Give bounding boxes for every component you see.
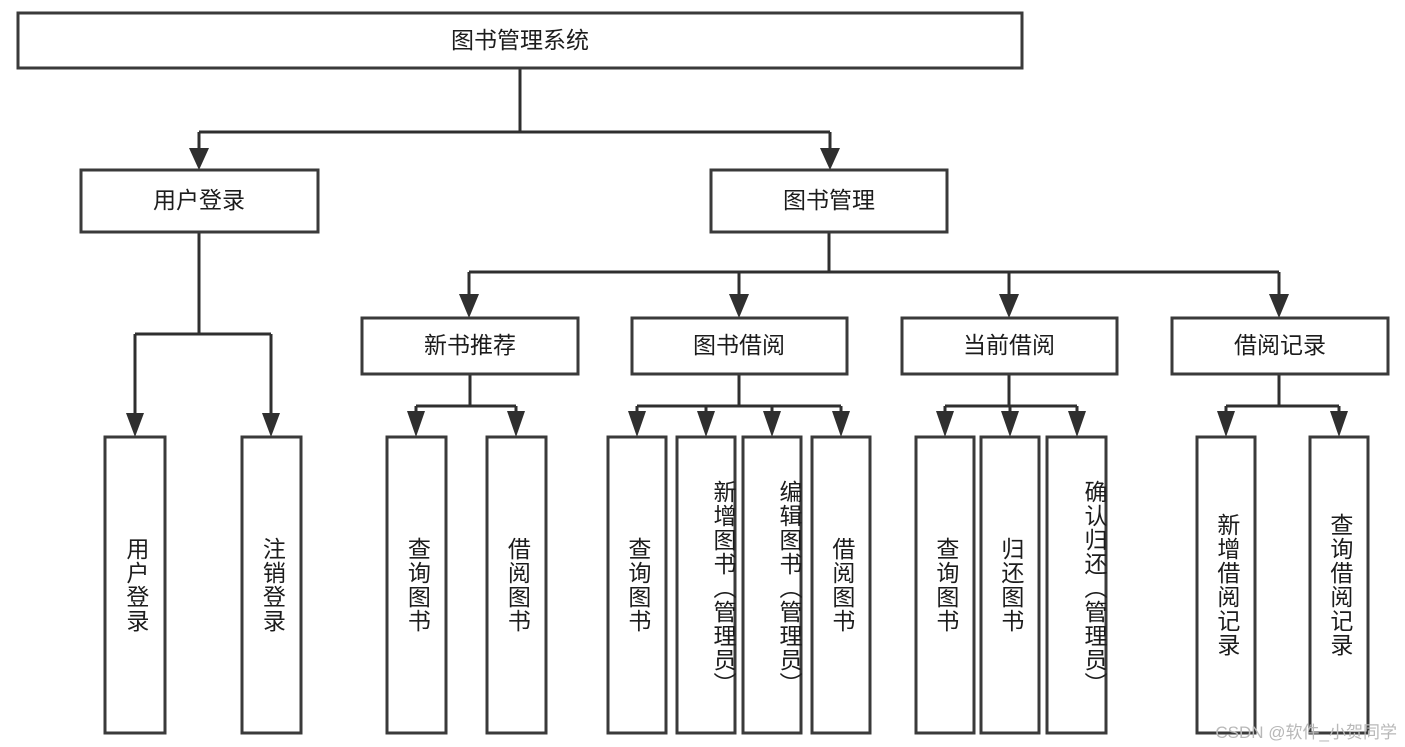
node-user-login[interactable]: 用户登录 [79,168,320,234]
node-user-login-label: 用户登录 [153,187,245,213]
arrow-head-leaf-borrow-book-1 [507,411,525,437]
csdn-watermark: CSDN @软件_小贺同学 [1215,723,1397,742]
node-current-borrow-box[interactable] [900,316,1119,376]
node-leaf-add-book-box[interactable] [675,435,737,735]
arrow-head-leaf-query-book-2 [628,411,646,437]
arrow-head-leaf-confirm-return [1068,411,1086,437]
arrow-head-current-borrow [999,294,1019,318]
arrow-head-user-login [189,148,209,170]
arrow-head-book-manage [820,148,840,170]
node-leaf-user-logout-box[interactable] [240,435,303,735]
node-leaf-query-book-3-box[interactable] [914,435,976,735]
node-current-borrow[interactable]: 当前借阅 [900,316,1119,376]
node-book-borrow-box[interactable] [630,316,849,376]
node-borrow-record-label: 借阅记录 [1234,332,1326,358]
arrow-head-borrow-record [1269,294,1289,318]
arrow-head-book-borrow [729,294,749,318]
node-book-manage-box[interactable] [709,168,949,234]
arrow-head-leaf-edit-book [763,411,781,437]
arrow-head-leaf-add-book [697,411,715,437]
connector-group-borrow-record [1217,374,1348,437]
node-root-box[interactable] [16,11,1024,70]
arrow-head-leaf-borrow-book-2 [832,411,850,437]
node-borrow-record-box[interactable] [1170,316,1390,376]
node-user-login-box[interactable] [79,168,320,234]
connector-group-user-login [126,232,280,437]
node-book-manage[interactable]: 图书管理 [709,168,949,234]
node-book-borrow[interactable]: 图书借阅 [630,316,849,376]
node-leaf-user-login-box[interactable] [103,435,167,735]
node-borrow-record[interactable]: 借阅记录 [1170,316,1390,376]
connector-group-book-borrow [628,374,850,437]
node-leaf-query-book-1-box[interactable] [385,435,448,735]
connector-group-root [189,68,840,170]
arrow-head-leaf-query-book-3 [936,411,954,437]
node-leaf-return-book-box[interactable] [979,435,1041,735]
node-current-borrow-label: 当前借阅 [963,332,1055,358]
connector-group-new-book-rec [407,374,525,437]
arrow-head-leaf-add-record [1217,411,1235,437]
node-leaf-add-record-box[interactable] [1195,435,1257,735]
node-root-label: 图书管理系统 [451,27,589,53]
node-new-book-rec-label: 新书推荐 [424,332,516,358]
arrow-head-leaf-user-logout [262,413,280,437]
arrow-head-leaf-query-book-1 [407,411,425,437]
node-leaf-edit-book-box[interactable] [741,435,803,735]
node-root[interactable]: 图书管理系统 [16,11,1024,70]
node-new-book-rec[interactable]: 新书推荐 [360,316,580,376]
arrow-head-new-book-rec [459,294,479,318]
connector-group-book-manage [459,232,1289,318]
connector-group-current-borrow [936,374,1086,437]
arrow-head-leaf-return-book [1001,411,1019,437]
arrow-head-leaf-query-record [1330,411,1348,437]
node-leaf-borrow-book-1-box[interactable] [485,435,548,735]
node-leaf-borrow-book-2-box[interactable] [810,435,872,735]
node-leaf-query-record-box[interactable] [1308,435,1370,735]
node-book-manage-label: 图书管理 [783,187,875,213]
node-new-book-rec-box[interactable] [360,316,580,376]
arrow-head-leaf-user-login [126,413,144,437]
node-leaf-confirm-return-box[interactable] [1045,435,1108,735]
node-leaf-query-book-2-box[interactable] [606,435,668,735]
node-book-borrow-label: 图书借阅 [693,332,785,358]
